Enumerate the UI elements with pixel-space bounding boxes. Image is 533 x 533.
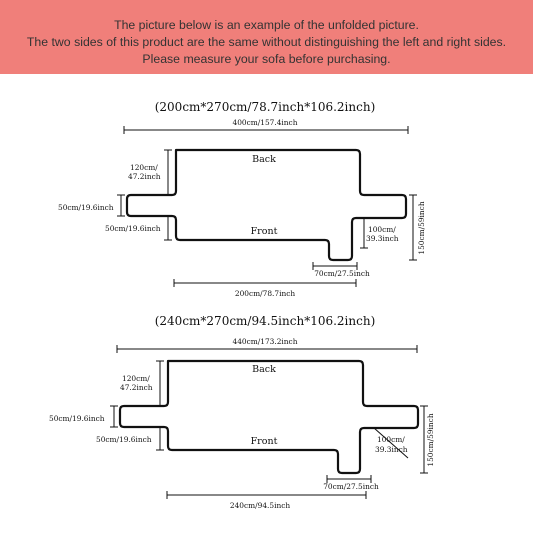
notice-banner: The picture below is an example of the u… [0,0,533,74]
diagram-small: (200cm*270cm/78.7inch*106.2inch) 400cm/1… [58,100,426,298]
bottom-width-label: 200cm/78.7inch [235,289,295,298]
back-height-label-1: 120cm/ [122,374,150,383]
top-width-label: 440cm/173.2inch [233,337,298,346]
back-label: Back [252,154,276,165]
bottom-width-label: 240cm/94.5inch [230,501,290,510]
right-height-label: 150cm/59inch [417,201,426,254]
arm-height-label: 50cm/19.6inch [58,203,114,212]
notice-line-1: The picture below is an example of the u… [114,18,419,32]
back-height-label-1: 120cm/ [130,163,158,172]
back-label: Back [252,364,276,375]
right-height-label: 150cm/59inch [426,413,435,466]
tab-width-label: 70cm/27.5inch [314,269,370,278]
notice-line-2: The two sides of this product are the sa… [26,35,507,49]
diagram-title: (200cm*270cm/78.7inch*106.2inch) [155,100,376,114]
diagram-large: (240cm*270cm/94.5inch*106.2inch) 440cm/1… [49,314,435,510]
top-width-label: 400cm/157.4inch [233,118,298,127]
cover-outline [125,148,408,262]
back-height-label-2: 47.2inch [120,383,153,392]
right-depth-label-1: 100cm/ [377,435,405,444]
front-arm-height-label: 50cm/19.6inch [96,435,152,444]
right-depth-label-2: 39.3inch [366,234,399,243]
tab-width-label: 70cm/27.5inch [323,482,379,491]
front-label: Front [251,436,278,447]
right-depth-line [373,427,409,459]
cover-outline [118,359,420,475]
notice-line-3: Please measure your sofa before purchasi… [142,52,391,66]
right-depth-label-2: 39.3inch [375,445,408,454]
right-depth-label-1: 100cm/ [368,225,396,234]
front-arm-height-label: 50cm/19.6inch [105,224,161,233]
front-label: Front [251,226,278,237]
back-height-label-2: 47.2inch [128,172,161,181]
arm-height-label: 50cm/19.6inch [49,414,105,423]
diagram-title: (240cm*270cm/94.5inch*106.2inch) [155,314,376,328]
